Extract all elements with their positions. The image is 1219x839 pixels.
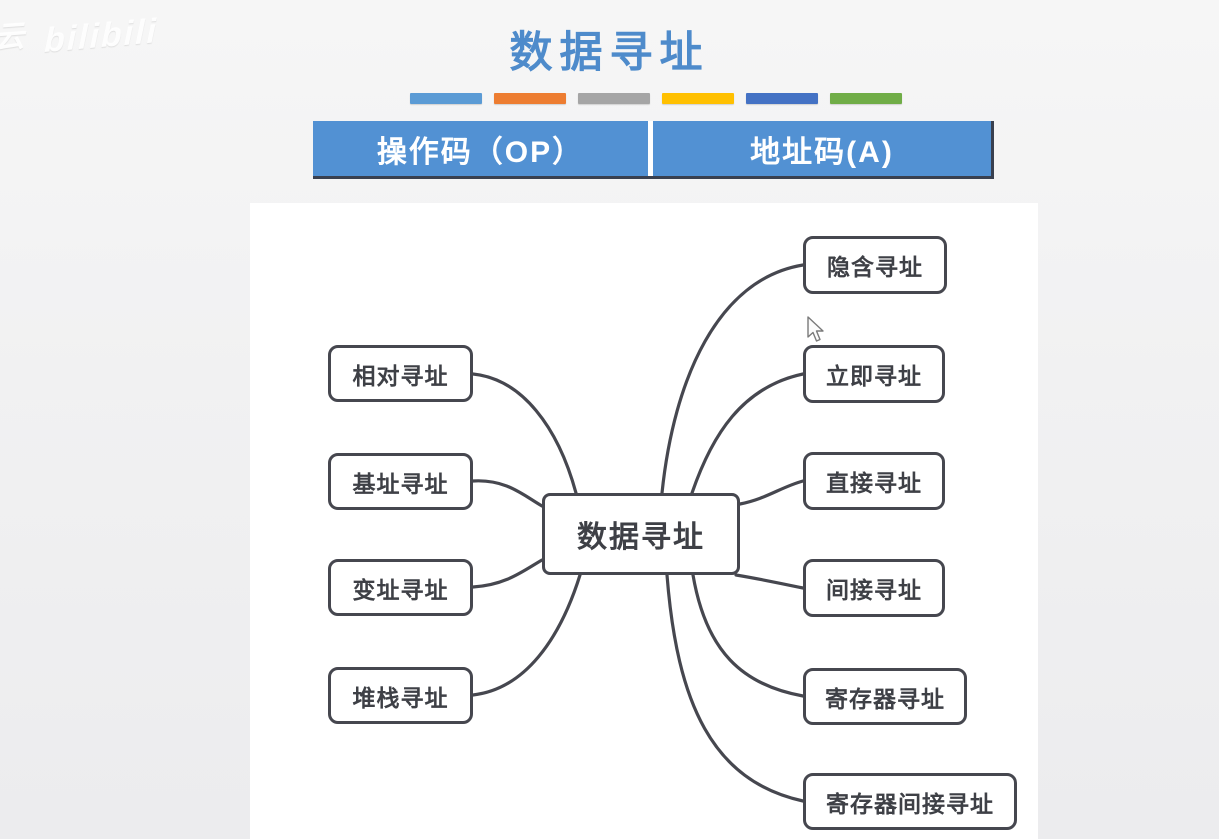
opcode-cell: 操作码（OP） [313, 121, 648, 176]
divider-bar [494, 93, 566, 104]
divider-bar [662, 93, 734, 104]
connector-stack [471, 573, 582, 697]
address-code-cell: 地址码(A) [653, 121, 991, 176]
connector-direct [738, 479, 805, 506]
node-relative-addressing: 相对寻址 [328, 345, 473, 402]
divider-bar [410, 93, 482, 104]
connector-register [691, 573, 805, 698]
node-immediate-addressing: 立即寻址 [803, 345, 945, 403]
node-indirect-addressing: 间接寻址 [803, 559, 945, 617]
divider-bar [746, 93, 818, 104]
divider-bar [578, 93, 650, 104]
node-implicit-addressing: 隐含寻址 [803, 236, 947, 294]
mouse-cursor-icon [807, 316, 824, 342]
connector-implicit [660, 263, 805, 495]
mindmap-connector-lines [471, 263, 805, 803]
mindmap-center-node: 数据寻址 [542, 493, 740, 575]
mindmap-panel: 数据寻址 相对寻址 基址寻址 变址寻址 堆栈寻址 隐含寻址 立即寻址 直接寻址 … [250, 203, 1038, 839]
node-register-addressing: 寄存器寻址 [803, 668, 967, 725]
slide-title: 数据寻址 [509, 28, 710, 78]
node-direct-addressing: 直接寻址 [803, 452, 945, 510]
instruction-format-diagram: 操作码（OP） 地址码(A) [313, 121, 994, 179]
divider-bars [410, 93, 902, 104]
node-stack-addressing: 堆栈寻址 [328, 667, 473, 724]
connector-immediate [690, 372, 805, 495]
connector-indirect [734, 573, 805, 590]
connector-register-indirect [665, 573, 805, 803]
node-indexed-addressing: 变址寻址 [328, 559, 473, 616]
divider-bar [830, 93, 902, 104]
node-base-addressing: 基址寻址 [328, 453, 473, 510]
node-register-indirect-addressing: 寄存器间接寻址 [803, 773, 1017, 830]
connector-relative [471, 372, 578, 495]
connector-base [471, 479, 544, 508]
connector-indexed [471, 558, 544, 589]
